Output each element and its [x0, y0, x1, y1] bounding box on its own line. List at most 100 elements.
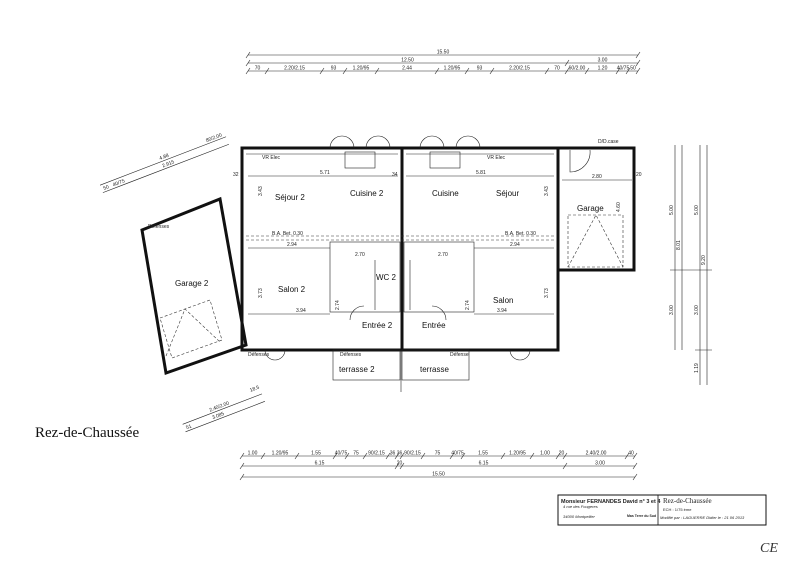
dimension-tick	[615, 67, 621, 75]
dimension-tick	[635, 51, 641, 59]
room-labels: Séjour 2 Cuisine 2 Cuisine Séjour Garage…	[175, 189, 604, 374]
dim-label: 70	[554, 66, 560, 72]
dim-label: 70	[255, 66, 261, 72]
dimension-tick	[394, 452, 400, 460]
dim-label: 15.50	[432, 472, 445, 478]
dimension-tick	[260, 452, 266, 460]
room-sejour: Séjour	[496, 189, 519, 198]
dim-label: 2.44	[402, 66, 412, 72]
dim-label: 6.15	[479, 461, 489, 467]
dimension-tick	[464, 67, 470, 75]
dimension-tick	[239, 462, 245, 470]
annotation: B.A. Bet. 0.30	[272, 231, 303, 237]
dim-label: 40/75	[451, 451, 464, 457]
client-address: 4 rue des Fougeres	[563, 504, 598, 509]
dimension-tick	[624, 452, 630, 460]
right-dimension-lines: 5.00 3.00 8.01 5.00 3.00 1.19 9.20	[669, 145, 712, 385]
dimension-tick	[385, 452, 391, 460]
dimension-tick	[564, 67, 570, 75]
dim-label: 6.15	[315, 461, 325, 467]
dim-label: 4.60	[616, 202, 622, 212]
room-entree: Entrée	[422, 321, 446, 330]
annotation: VR Elec	[487, 155, 506, 161]
client-city: 34000 Montpellier	[563, 514, 595, 519]
stairs	[374, 260, 411, 310]
dimension-tick	[245, 59, 251, 67]
dim-label: 20	[397, 461, 403, 467]
room-sejour-2: Séjour 2	[275, 193, 305, 202]
dimension-tick	[564, 59, 570, 67]
dim-label: 2.20/2.15	[284, 66, 305, 72]
dim-label: 2.94	[287, 242, 297, 248]
dim-label: 18.5	[249, 385, 260, 394]
dim-label: 75	[353, 451, 359, 457]
room-entree-2: Entrée 2	[362, 321, 393, 330]
dimension-tick	[264, 67, 270, 75]
dimension-tick	[294, 452, 300, 460]
room-salon-2: Salon 2	[278, 285, 306, 294]
window-swing-icon	[264, 349, 531, 361]
dimension-tick	[562, 462, 568, 470]
dimension-tick	[625, 67, 631, 75]
garage-2-bottom-dimensions: 51 2.40/2.00 3.085 18.5	[182, 385, 265, 433]
dim-label: 1.20/95	[272, 451, 289, 457]
dim-label: 75	[435, 451, 441, 457]
dim-label: 50	[630, 66, 636, 72]
annotation: D/D.case	[598, 139, 619, 145]
annotation: B.A. Bet. 0.30	[505, 231, 536, 237]
garage-door-swing-icon	[569, 149, 591, 173]
dim-label: 2.20/2.15	[509, 66, 530, 72]
dimension-tick	[632, 473, 638, 481]
annotation: VR Elec	[262, 155, 281, 161]
dim-label: 20	[636, 172, 642, 178]
dimension-tick	[500, 452, 506, 460]
dim-label: 5.71	[320, 170, 330, 176]
dim-label: 50	[103, 184, 111, 192]
dimension-tick	[420, 452, 426, 460]
dim-label: 3.94	[296, 308, 306, 314]
dimension-tick	[344, 452, 350, 460]
room-cuisine: Cuisine	[432, 189, 459, 198]
dim-label: 2.70	[355, 252, 365, 258]
scale: ECH : 1/75 ème	[663, 507, 692, 512]
dimension-tick	[460, 452, 466, 460]
dim-label: 36	[390, 451, 396, 457]
garage-2-walls	[140, 196, 248, 376]
dim-label: 3.00	[694, 305, 700, 315]
dim-label: 1.00	[248, 451, 258, 457]
dimension-tick	[489, 67, 495, 75]
annotation: Défenses	[248, 352, 270, 358]
room-wc-2: WC 2	[376, 273, 397, 282]
dim-label: 90/2.15	[368, 451, 385, 457]
dim-label: 3.085	[211, 411, 225, 421]
dimension-tick	[399, 462, 405, 470]
sink-icon	[429, 151, 461, 169]
sink-icon	[344, 151, 376, 169]
dim-label: 1.55	[311, 451, 321, 457]
dimension-tick	[635, 59, 641, 67]
entry-door-icon	[349, 305, 447, 321]
dim-label: 2.70	[438, 252, 448, 258]
dim-label: 5.81	[476, 170, 486, 176]
dim-label: 36	[397, 451, 403, 457]
annotation: Défenses	[340, 352, 362, 358]
dim-label: 2.74	[465, 300, 471, 310]
dimension-tick	[529, 452, 535, 460]
dimension-tick	[399, 452, 405, 460]
dimension-tick	[342, 67, 348, 75]
dimension-tick	[394, 462, 400, 470]
room-cuisine-2: Cuisine 2	[350, 189, 384, 198]
dimension-tick	[632, 452, 638, 460]
garage-2-dimensions: 4.88 2.915 50 40/75 80/2.00	[99, 132, 230, 193]
dimension-tick	[632, 462, 638, 470]
dimension-tick	[245, 51, 251, 59]
dimension-tick	[332, 452, 338, 460]
dim-label: 1.55	[478, 451, 488, 457]
dim-label: 1.20	[598, 66, 608, 72]
dimension-tick	[584, 67, 590, 75]
dim-label: 80/2.00	[205, 132, 223, 144]
dim-label: 93	[331, 66, 337, 72]
